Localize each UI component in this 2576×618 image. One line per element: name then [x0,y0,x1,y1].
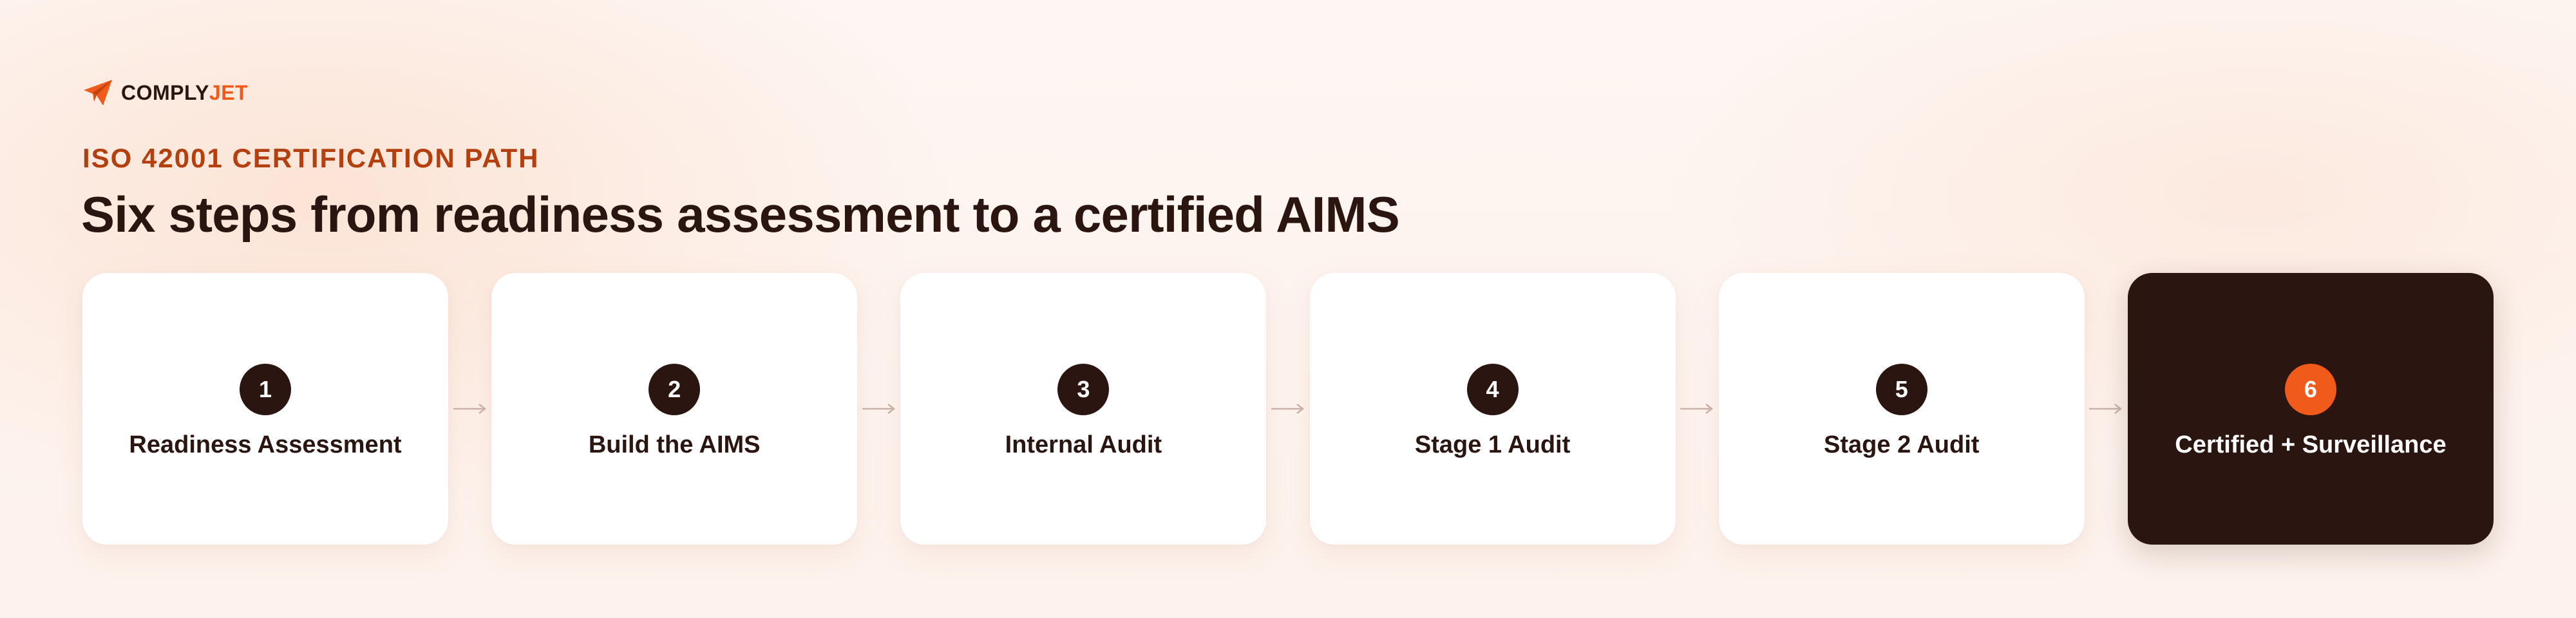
brand-name-part2: JET [209,81,249,104]
arrow-right-icon [1676,396,1719,422]
step-card-1: 1 Readiness Assessment [82,273,448,545]
step-label: Stage 2 Audit [1824,431,1980,458]
paper-plane-icon [84,80,112,106]
step-label: Stage 1 Audit [1414,431,1571,458]
step-card-2: 2 Build the AIMS [491,273,858,545]
step-number-badge: 5 [1875,364,1927,415]
step-card-6: 6 Certified + Surveillance [2127,273,2494,545]
step-card-4: 4 Stage 1 Audit [1309,273,1676,545]
step-card-3: 3 Internal Audit [900,273,1267,545]
step-label: Certified + Surveillance [2175,431,2447,458]
step-label: Internal Audit [1005,431,1162,458]
step-label: Build the AIMS [588,431,761,458]
arrow-right-icon [1266,396,1309,422]
step-card-5: 5 Stage 2 Audit [1718,273,2085,545]
brand-name-part1: COMPLY [121,81,209,104]
step-label: Readiness Assessment [129,431,402,458]
step-number-badge: 3 [1057,364,1110,415]
steps-row: 1 Readiness Assessment 2 Build the AIMS … [82,273,2494,545]
arrow-right-icon [448,396,491,422]
step-number-badge: 2 [649,364,701,415]
brand-logo: COMPLYJET [82,79,248,107]
step-number-badge: 1 [240,364,291,415]
step-number-badge: 6 [2284,364,2336,415]
arrow-right-icon [2085,396,2128,422]
page-title: Six steps from readiness assessment to a… [81,186,1400,243]
section-eyebrow: ISO 42001 CERTIFICATION PATH [82,143,540,173]
brand-name: COMPLYJET [121,79,248,107]
arrow-right-icon [857,396,900,422]
step-number-badge: 4 [1466,364,1519,415]
